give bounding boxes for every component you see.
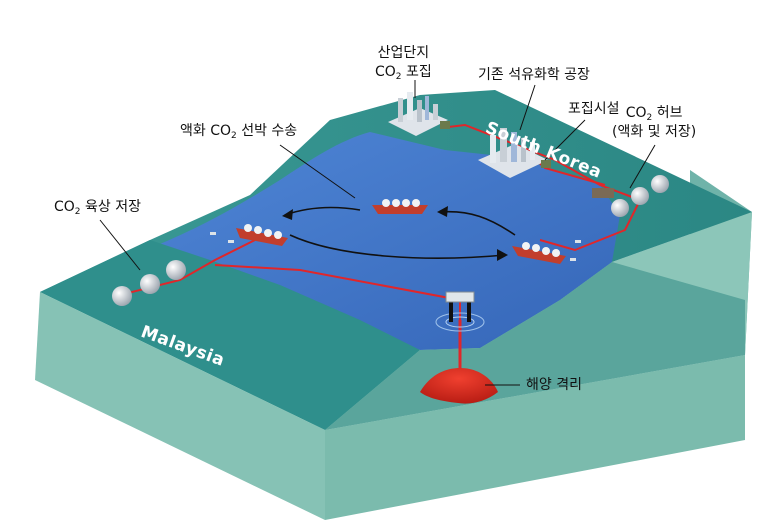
label-co2-hub: CO2 허브 (액화 및 저장) — [612, 104, 696, 142]
co-subscript: 2 — [74, 207, 81, 217]
petrochemical-plant — [478, 128, 551, 178]
onshore-text: 육상 저장 — [80, 199, 141, 215]
malaysia-storage-tanks — [112, 260, 186, 306]
pipeline-korea-port — [539, 199, 641, 252]
label-existing-plant: 기존 석유화학 공장 — [478, 67, 590, 83]
arrowhead-left — [282, 209, 293, 220]
arrowhead-right — [497, 249, 508, 261]
industrial-complex — [388, 92, 450, 136]
korea-storage-tanks — [611, 175, 669, 217]
shipping-routes — [282, 206, 516, 261]
co-text: CO — [625, 105, 647, 121]
capture-text: 포집 — [401, 64, 432, 80]
malaysia-land — [40, 240, 420, 430]
front-right-face — [325, 355, 745, 520]
co-subscript: 2 — [231, 131, 237, 141]
arrowhead-mid — [437, 206, 448, 217]
label-capture-facility: 포집시설 — [568, 101, 620, 117]
label-hub-line2: (액화 및 저장) — [612, 124, 697, 140]
label-ship-transport: 액화 CO2 선박 수송 — [180, 122, 297, 141]
leader-lines — [99, 80, 656, 386]
port-markers — [210, 232, 581, 261]
liquefied-text: 액화 — [180, 123, 211, 139]
label-industrial-line2: CO2 포집 — [375, 63, 432, 82]
ship-malaysia — [236, 224, 288, 246]
hub-text: 허브 — [652, 105, 683, 121]
co-subscript: 2 — [646, 113, 653, 123]
label-ocean-sequestration: 해양 격리 — [526, 377, 582, 393]
label-hub-line1: CO2 허브 — [612, 104, 696, 123]
label-industrial-line1: 산업단지 — [377, 45, 430, 61]
co-subscript: 2 — [395, 72, 402, 82]
route-to-korea-upper — [439, 210, 516, 236]
offshore-platform — [435, 291, 485, 332]
ship-center — [372, 199, 428, 214]
co-text: CO — [210, 123, 232, 139]
malaysia-front — [35, 292, 325, 520]
ocean-reservoir — [420, 368, 498, 404]
hub-building — [592, 188, 614, 198]
label-onshore-storage: CO2 육상 저장 — [54, 198, 141, 217]
label-industrial-capture: 산업단지 CO2 포집 — [375, 44, 432, 82]
co-text: CO — [54, 199, 75, 215]
ship-transport-text: 선박 수송 — [236, 123, 298, 139]
ship-korea — [512, 242, 566, 264]
route-to-korea-lower — [289, 234, 506, 259]
co-text: CO — [375, 64, 396, 80]
